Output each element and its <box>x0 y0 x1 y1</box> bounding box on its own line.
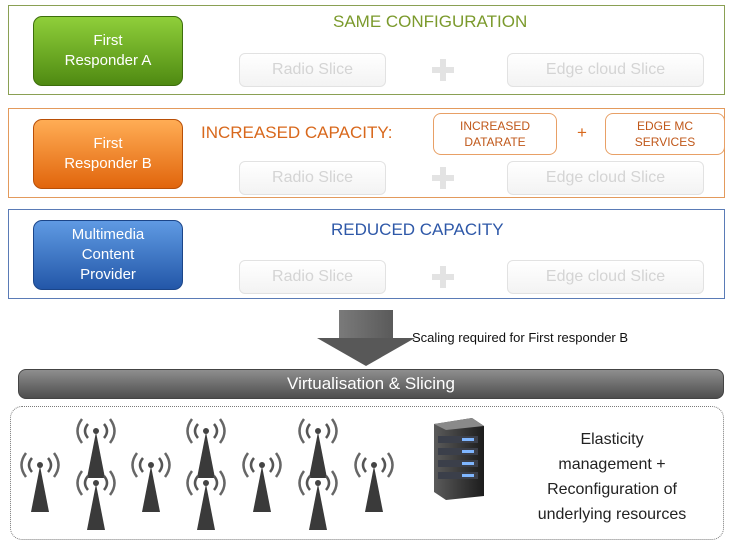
role-first-responder-a: First Responder A <box>33 16 183 86</box>
role-first-responder-b: First Responder B <box>33 119 183 189</box>
tag-increased-datarate: INCREASED DATARATE <box>433 113 557 155</box>
role-line: Multimedia <box>71 226 145 243</box>
role-multimedia-content-provider: Multimedia Content Provider <box>33 220 183 290</box>
role-line: First <box>93 135 123 152</box>
plus-icon <box>432 266 454 288</box>
plus-icon <box>432 167 454 189</box>
tag-line: EDGE MC <box>636 119 693 133</box>
panel-first-responder-b: First Responder B INCREASED CAPACITY: IN… <box>8 108 725 198</box>
role-line: First <box>93 32 123 49</box>
panel-first-responder-a: First Responder A SAME CONFIGURATION Rad… <box>8 5 725 95</box>
tag-line: INCREASED <box>459 119 530 133</box>
panel-title: INCREASED CAPACITY: <box>201 123 393 142</box>
radio-antenna-icon <box>298 418 338 478</box>
infrastructure-area <box>10 406 724 540</box>
radio-antenna-icon <box>131 452 171 512</box>
panel-multimedia-content-provider: Multimedia Content Provider REDUCED CAPA… <box>8 209 725 299</box>
elasticity-line: management + <box>558 456 666 473</box>
panel-title: SAME CONFIGURATION <box>333 12 528 31</box>
radio-antenna-icon <box>20 452 60 512</box>
edge-cloud-slice: Edge cloud Slice <box>507 53 704 87</box>
elasticity-text: Elasticity management + Reconfiguration … <box>505 427 719 527</box>
radio-antenna-icon <box>76 418 116 478</box>
role-line: Responder A <box>64 52 152 69</box>
radio-antenna-icon <box>298 470 338 530</box>
role-line: Responder B <box>64 155 152 172</box>
radio-antenna-icon <box>76 470 116 530</box>
down-arrow-icon <box>317 338 415 366</box>
radio-slice: Radio Slice <box>239 53 386 87</box>
radio-antenna-icon <box>354 452 394 512</box>
radio-slice: Radio Slice <box>239 260 386 294</box>
role-line: Provider <box>80 266 136 283</box>
role-line: Content <box>81 246 135 263</box>
panel-title: REDUCED CAPACITY <box>331 220 504 239</box>
radio-antenna-icon <box>242 452 282 512</box>
edge-cloud-slice: Edge cloud Slice <box>507 161 704 195</box>
tag-line: SERVICES <box>634 135 696 149</box>
edge-cloud-slice: Edge cloud Slice <box>507 260 704 294</box>
elasticity-line: Elasticity <box>580 431 644 448</box>
server-rack-icon <box>434 418 484 500</box>
radio-slice: Radio Slice <box>239 161 386 195</box>
scaling-note: Scaling required for First responder B <box>412 330 629 345</box>
elasticity-line: Reconfiguration of <box>547 481 677 498</box>
elasticity-line: underlying resources <box>537 506 687 523</box>
plus-icon <box>432 59 454 81</box>
radio-antenna-icon <box>186 470 226 530</box>
down-arrow-shaft <box>339 310 393 338</box>
radio-antenna-icon <box>186 418 226 478</box>
tag-join-plus: + <box>577 123 587 142</box>
tag-line: DATARATE <box>464 135 526 149</box>
virtualisation-slicing-bar: Virtualisation & Slicing <box>18 369 724 399</box>
tag-edge-mc-services: EDGE MC SERVICES <box>605 113 725 155</box>
